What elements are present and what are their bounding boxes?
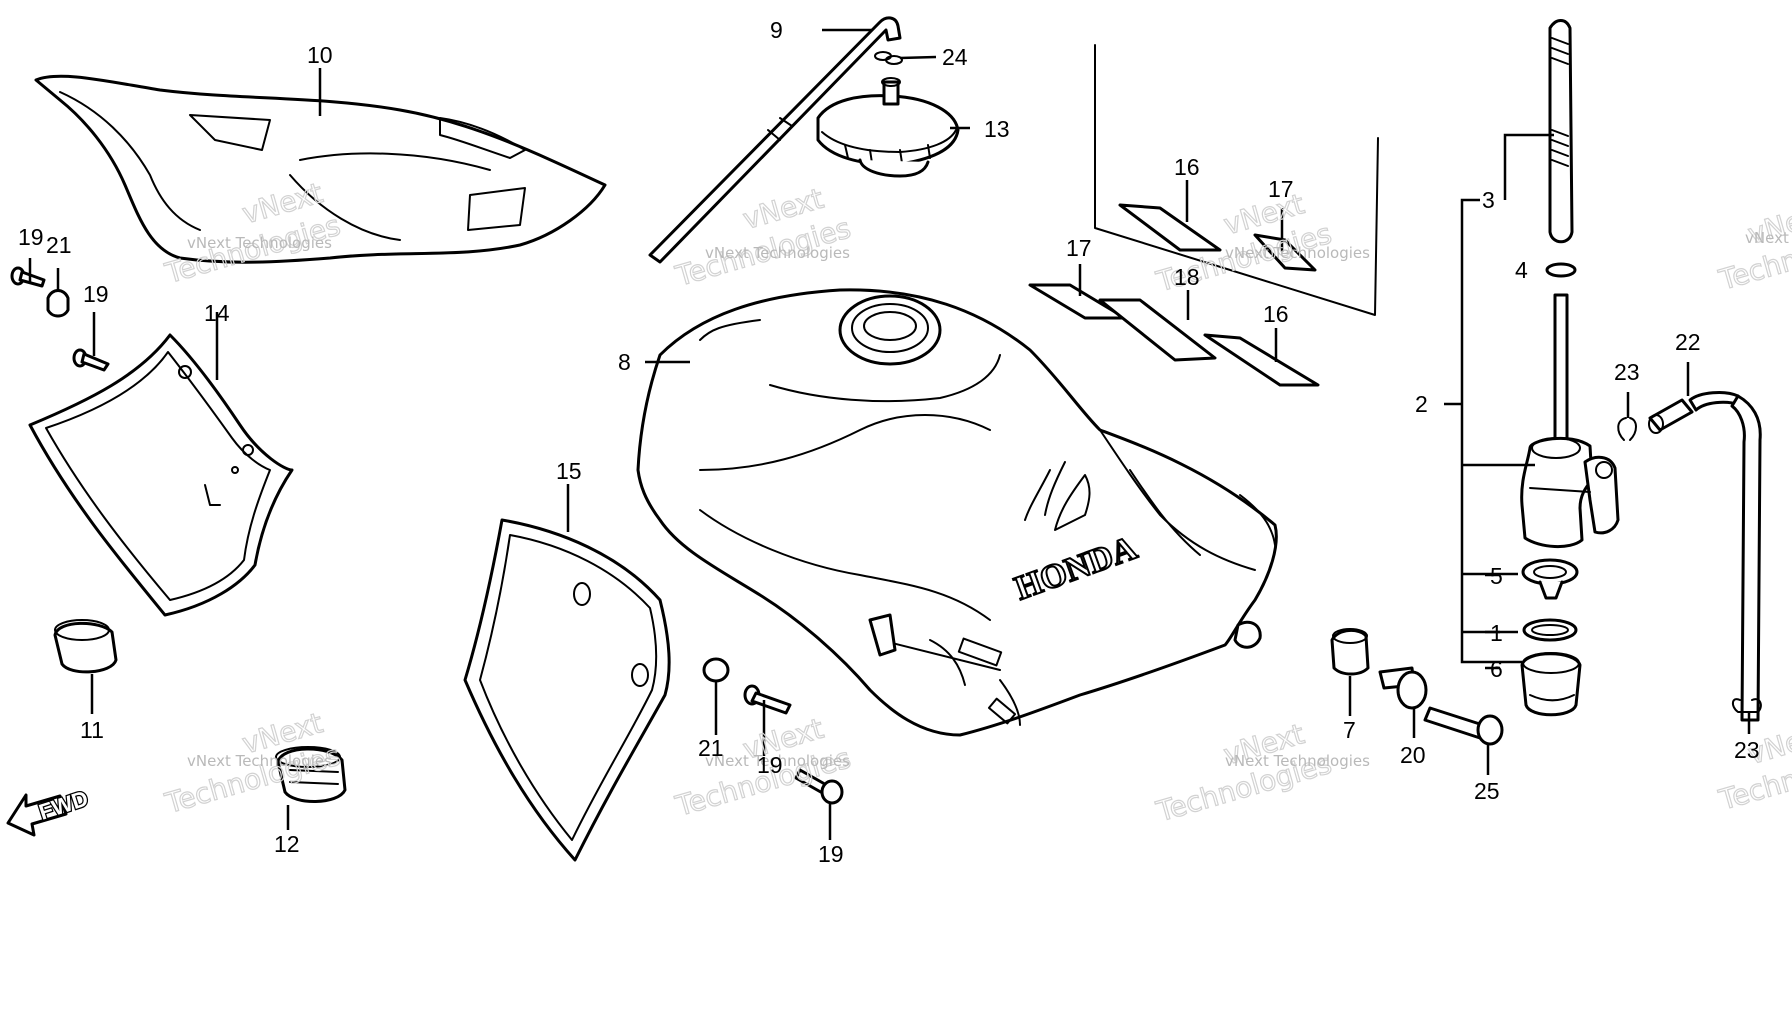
sediment-cup-6-part	[1520, 652, 1582, 717]
fuel-tank-part: HONDA	[636, 288, 1278, 737]
label-part-17-upper: 17	[1268, 176, 1294, 202]
filter-5-part	[1521, 558, 1579, 600]
label-part-3: 3	[1482, 187, 1495, 213]
label-part-22: 22	[1675, 329, 1701, 355]
label-part-6: 6	[1490, 656, 1503, 682]
fuel-valve-part	[1520, 293, 1620, 548]
watermark-4-caption: vNext Technologies	[1745, 229, 1792, 247]
label-part-23-upper: 23	[1614, 359, 1640, 385]
decal-16-upper	[1118, 203, 1222, 252]
bolt-25-part	[1423, 706, 1504, 746]
forward-label: FWD	[36, 785, 91, 824]
mount-rubber-7-part	[1330, 628, 1370, 676]
watermark-3-caption: vNext Technologies	[1225, 244, 1370, 262]
label-part-11: 11	[80, 717, 104, 743]
strainer-stem-part	[1548, 19, 1574, 244]
label-part-19-upper: 19	[18, 224, 44, 250]
label-part-9: 9	[770, 17, 783, 43]
fuel-tube-22-part	[1648, 391, 1762, 722]
leader-lines	[28, 28, 1751, 840]
screw-19-middle-part	[72, 348, 110, 372]
watermark-7-caption: vNext Technologies	[1225, 752, 1370, 770]
watermark-2-caption: vNext Technologies	[705, 244, 850, 262]
watermark-1-caption: vNext Technologies	[187, 234, 332, 252]
screw-19-lower-part	[794, 768, 844, 805]
label-part-14: 14	[204, 300, 230, 326]
watermark-5-caption: vNext Technologies	[187, 752, 332, 770]
nut-21-center-part	[702, 657, 730, 683]
label-part-10: 10	[307, 42, 333, 68]
decal-16-lower	[1203, 333, 1320, 387]
label-part-19-lower: 19	[818, 841, 844, 867]
label-part-7: 7	[1343, 717, 1356, 743]
label-part-17-lower: 17	[1066, 235, 1092, 261]
label-part-21-upper: 21	[46, 232, 72, 258]
label-part-16-upper: 16	[1174, 154, 1200, 180]
right-side-cover-part	[463, 518, 671, 862]
screw-19-center-part	[743, 684, 792, 715]
collar-20-part	[1378, 666, 1428, 710]
seat-part	[34, 74, 607, 264]
label-part-13: 13	[984, 116, 1010, 142]
clip-24-part	[874, 51, 903, 65]
clip-23-upper-part	[1617, 417, 1637, 441]
label-part-1: 1	[1490, 620, 1503, 646]
breather-tube-part	[648, 16, 902, 264]
label-part-20: 20	[1400, 742, 1426, 768]
watermark-2: vNext Technologies	[671, 181, 855, 293]
label-part-8: 8	[618, 349, 631, 375]
decal-box	[1094, 44, 1379, 316]
label-part-25: 25	[1474, 778, 1500, 804]
label-part-12: 12	[274, 831, 300, 857]
label-part-2: 2	[1415, 391, 1428, 417]
label-part-19-middle: 19	[83, 281, 109, 307]
label-part-16-lower: 16	[1263, 301, 1289, 327]
fuel-cap-part	[816, 77, 960, 178]
label-part-15: 15	[556, 458, 582, 484]
label-part-21-center: 21	[698, 735, 724, 761]
decal-17-upper	[1253, 233, 1317, 272]
o-ring-4-part	[1545, 262, 1577, 278]
label-part-4: 4	[1515, 257, 1528, 283]
o-ring-1-part	[1522, 618, 1578, 642]
label-part-19-center: 19	[757, 752, 783, 778]
label-part-24: 24	[942, 44, 968, 70]
left-side-cover-part	[28, 333, 294, 617]
grommet-11-part	[53, 619, 118, 674]
decal-18	[1098, 298, 1217, 362]
nut-21-upper-part	[46, 289, 70, 318]
label-part-18: 18	[1174, 264, 1200, 290]
watermark-6-caption: vNext Technologies	[705, 752, 850, 770]
part-number-labels: 10 14 15 8 9 24 13 16 17 17 18 16 3 4 2 …	[18, 17, 1760, 867]
grommet-12-part	[275, 746, 347, 803]
label-part-5: 5	[1490, 563, 1503, 589]
forward-direction-arrow: FWD	[6, 784, 92, 837]
label-part-23-lower: 23	[1734, 737, 1760, 763]
watermark-7: vNext Technologies	[1152, 717, 1336, 829]
screw-19-upper-part	[10, 266, 46, 288]
